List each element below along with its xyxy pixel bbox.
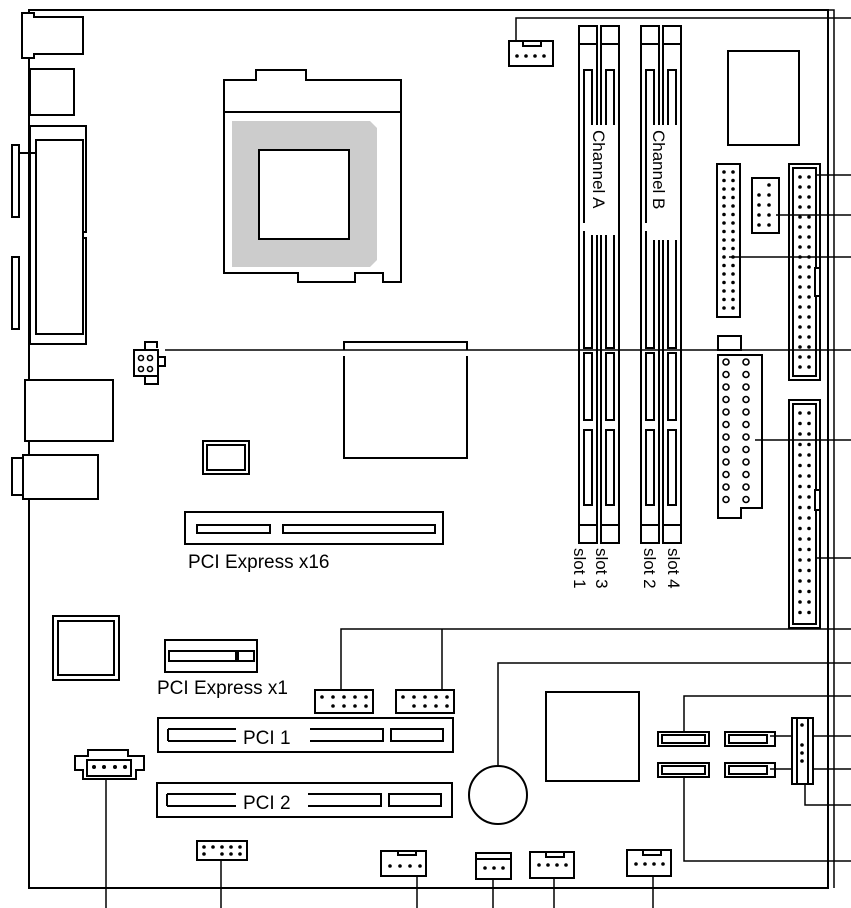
pcie-x16-label: PCI Express x16 bbox=[188, 552, 330, 573]
right-callouts bbox=[165, 17, 851, 559]
memory-slots bbox=[578, 25, 682, 544]
dimm-slot-2 bbox=[640, 25, 660, 544]
slot-3-label: slot 3 bbox=[592, 548, 611, 589]
slot-4-label: slot 4 bbox=[664, 548, 683, 589]
sata-connectors bbox=[657, 695, 851, 862]
rear-fan-connector bbox=[74, 749, 145, 908]
usb-headers bbox=[314, 628, 851, 714]
usb-port-stack bbox=[29, 68, 75, 116]
dimm-slot-1 bbox=[578, 25, 598, 544]
system-fan-connector-2 bbox=[475, 852, 512, 908]
slot-2-label: slot 2 bbox=[640, 548, 659, 589]
northbridge-chip bbox=[343, 341, 468, 459]
cpu-socket bbox=[223, 69, 402, 283]
dimm-slot-4 bbox=[662, 25, 682, 544]
serial-parallel-port bbox=[35, 139, 84, 335]
clock-chip bbox=[202, 440, 250, 475]
pcie-x1-slot bbox=[164, 639, 258, 673]
lan-chip bbox=[52, 615, 120, 681]
pci-1-label: PCI 1 bbox=[243, 728, 291, 749]
southbridge-chip bbox=[545, 691, 640, 782]
main-power-connector bbox=[717, 335, 763, 519]
system-fan-connector-3 bbox=[529, 851, 575, 908]
ide-secondary-connector bbox=[788, 163, 821, 381]
cmos-battery bbox=[468, 662, 851, 825]
channel-a-label: Channel A bbox=[589, 130, 608, 209]
pcie-x1-label: PCI Express x1 bbox=[157, 678, 288, 699]
slot-1-label: slot 1 bbox=[570, 548, 589, 589]
ps2-port bbox=[21, 12, 84, 59]
front-panel-header bbox=[791, 717, 851, 806]
channel-b-label: Channel B bbox=[649, 130, 668, 209]
lan-usb-port bbox=[24, 379, 114, 442]
board-outline bbox=[28, 9, 829, 889]
right-callout-guide bbox=[30, 9, 835, 888]
pci-1-slot bbox=[157, 717, 454, 753]
pci-2-label: PCI 2 bbox=[243, 793, 291, 814]
pci-2-slot bbox=[156, 782, 453, 818]
port-tab bbox=[11, 256, 20, 330]
audio-ports bbox=[22, 454, 99, 500]
system-fan-connector-1 bbox=[380, 850, 427, 908]
dimm-slot-3 bbox=[600, 25, 620, 544]
front-audio-header bbox=[196, 840, 248, 908]
ide-primary-connector bbox=[788, 399, 821, 629]
rear-io-ports bbox=[11, 12, 114, 500]
super-io-chip bbox=[727, 50, 800, 146]
pcie-x16-slot bbox=[184, 511, 444, 545]
spdif-header bbox=[751, 177, 780, 234]
system-fan-connector-4 bbox=[626, 849, 672, 908]
port-tab bbox=[11, 144, 20, 218]
floppy-connector bbox=[716, 163, 741, 318]
atx12v-power-connector bbox=[133, 341, 166, 385]
cpu-fan-connector bbox=[508, 40, 554, 67]
